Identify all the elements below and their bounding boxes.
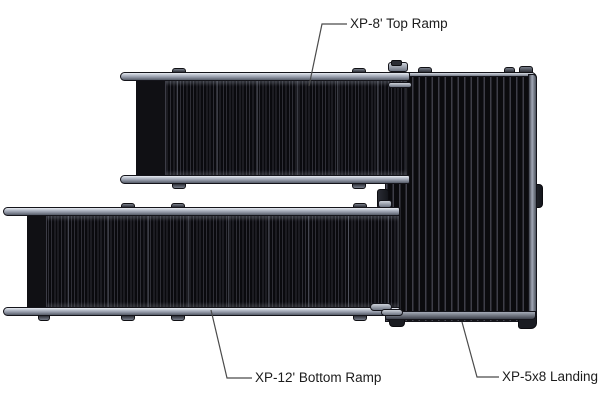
top-ramp-upper-rail — [120, 72, 410, 81]
bottom-ramp-upper-rail — [3, 207, 400, 216]
label-bottom-ramp: XP-12' Bottom Ramp — [255, 370, 382, 385]
leader-bottom-ramp — [210, 309, 252, 379]
top-ramp-left-edge — [136, 80, 166, 176]
top-ramp-surface — [136, 80, 408, 176]
bottom-ramp-left-edge — [27, 215, 47, 308]
top-ramp-hinge-strip — [388, 82, 412, 88]
leader-top-ramp — [308, 23, 347, 87]
label-landing: XP-5x8 Landing — [502, 369, 599, 384]
label-top-ramp: XP-8' Top Ramp — [350, 16, 448, 31]
landing-top-tab-2 — [504, 67, 515, 73]
landing-surface — [385, 72, 537, 322]
top-ramp-landing-clamp — [391, 60, 402, 66]
bottom-ramp-hinge-top — [378, 200, 392, 208]
bottom-ramp-surface — [27, 215, 400, 308]
bottom-ramp-hinge-2 — [381, 309, 403, 316]
top-ramp-lower-rail — [120, 175, 410, 184]
leader-landing — [461, 321, 499, 378]
landing-top-tab-3 — [519, 66, 533, 73]
landing-top-tab-1 — [418, 67, 432, 73]
